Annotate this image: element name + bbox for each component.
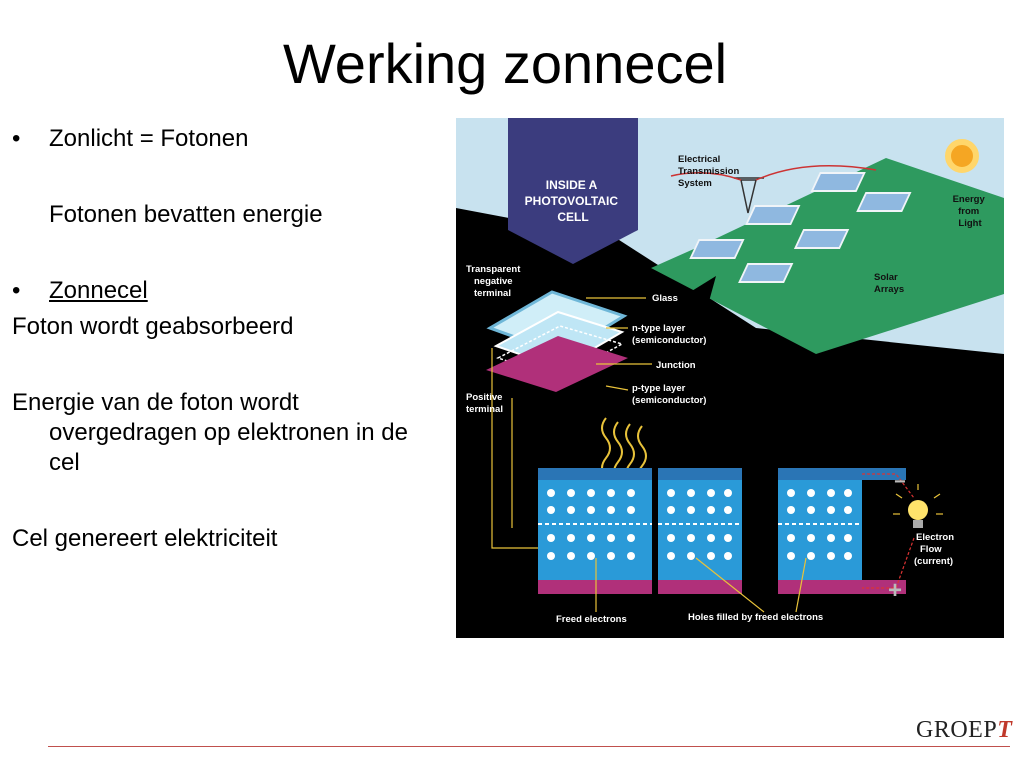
cell-layers (486, 290, 628, 392)
figure-heading: INSIDE A PHOTOVOLTAIC CELL (525, 178, 622, 224)
light-bulb-icon (893, 484, 943, 528)
bullet-glyph: • (12, 277, 21, 304)
cell-block-2 (658, 468, 742, 594)
bullet-glyph: • (12, 125, 21, 152)
atom-grid (547, 489, 852, 560)
heading-line: CELL (557, 210, 588, 224)
label-ntype: n-type layer (semiconductor) (632, 323, 706, 346)
current-path (862, 473, 915, 589)
label-transparent: Transparent negative terminal (466, 264, 523, 299)
minus-sign: − (894, 471, 906, 493)
logo-text: GROEP (916, 717, 998, 743)
bullet-text: Zonlicht = Fotonen (49, 125, 249, 152)
label-freed: Freed electrons (556, 614, 627, 625)
label-positive: Positive terminal (466, 392, 505, 415)
logo-t: T (997, 717, 1013, 743)
sun-icon (945, 139, 979, 173)
label-glass: Glass (652, 293, 678, 304)
slide-title: Werking zonnecel (282, 32, 728, 95)
label-arrays: Solar Arrays (874, 272, 904, 295)
label-holes: Holes filled by freed electrons (688, 612, 823, 623)
heading-line: INSIDE A (546, 178, 598, 192)
solar-panel (689, 172, 912, 283)
body-text: Cel genereert elektriciteit (12, 525, 278, 552)
bullet-item: • Zonnecel (12, 276, 442, 306)
label-ptype: p-type layer (semiconductor) (632, 383, 706, 406)
plus-sign: + (888, 577, 902, 604)
bullet-text: Zonnecel (49, 277, 148, 304)
sub-text: Fotonen bevatten energie (49, 201, 323, 228)
groept-logo: GROEPT (916, 717, 1012, 744)
photovoltaic-cell-illustration: INSIDE A PHOTOVOLTAIC CELL Electrical Tr… (456, 118, 1004, 638)
bullet-item: • Zonlicht = Fotonen (12, 124, 442, 154)
label-electron-flow: Electron Flow (current) (914, 532, 957, 567)
transmission-tower-icon (670, 165, 877, 214)
label-transmission: Electrical Transmission System (678, 154, 742, 189)
footer-divider (48, 746, 1010, 747)
body-text: Foton wordt geabsorbeerd (12, 313, 294, 340)
leader-lines (491, 297, 652, 549)
heading-banner (508, 118, 638, 264)
cell-block-1 (538, 468, 652, 594)
callout-pointer (616, 276, 716, 378)
heading-line: PHOTOVOLTAIC (525, 194, 619, 208)
body-text: Energie van de foton wordt overgedragen … (12, 389, 408, 476)
solar-field (651, 158, 1004, 354)
label-energy: Energy from Light (953, 194, 988, 229)
slide-text: • Zonlicht = Fotonen Fotonen bevatten en… (12, 124, 442, 554)
label-junction: Junction (656, 360, 696, 371)
